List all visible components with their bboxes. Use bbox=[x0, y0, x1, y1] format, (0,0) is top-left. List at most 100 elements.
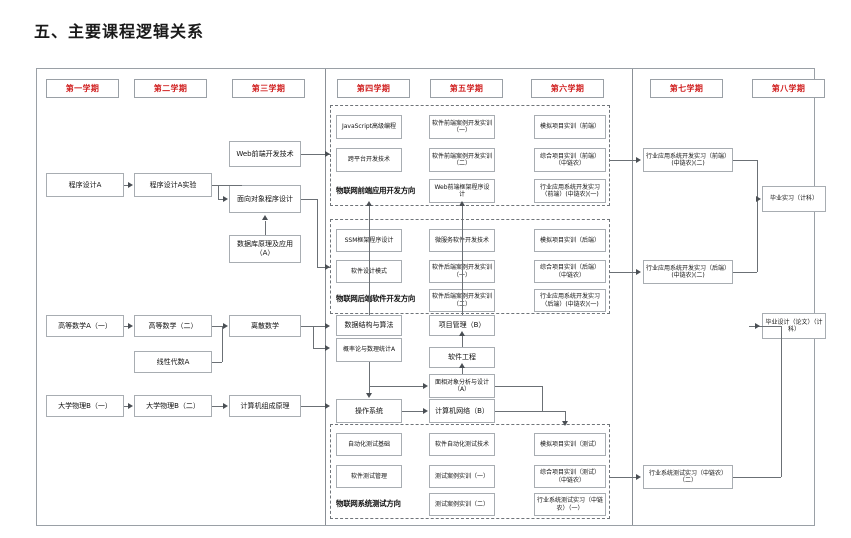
course-node-automation-testing-basics[interactable]: 自动化测试基础 bbox=[336, 433, 402, 456]
course-node-physics-2[interactable]: 大学物理B（二） bbox=[134, 395, 212, 417]
connector-line bbox=[317, 199, 318, 267]
connector-arrow bbox=[128, 403, 133, 409]
semester-header-1: 第一学期 bbox=[46, 79, 119, 98]
semester-label: 第二学期 bbox=[153, 84, 188, 93]
curriculum-diagram-canvas: 第一学期 第二学期 第三学期 第四学期 第五学期 第六学期 第七学期 第八学期 … bbox=[36, 68, 826, 526]
semester-header-8: 第八学期 bbox=[752, 79, 825, 98]
connector-arrow bbox=[459, 201, 465, 206]
course-node-data-structures[interactable]: 数据结构与算法 bbox=[336, 315, 402, 336]
course-node-comprehensive-testing[interactable]: 综合项目实训（测试）（中链农） bbox=[534, 465, 606, 488]
course-node-comprehensive-backend[interactable]: 综合项目实训（后端）（中链农） bbox=[534, 260, 606, 283]
course-node-javascript-advanced[interactable]: JavaScript高级编程 bbox=[336, 115, 402, 139]
course-node-graduation-thesis[interactable]: 毕业设计（论文）（计科） bbox=[762, 313, 826, 339]
course-node-cross-platform[interactable]: 跨平台开发技术 bbox=[336, 148, 402, 172]
connector-arrow bbox=[325, 323, 330, 329]
connector-line bbox=[495, 411, 565, 412]
semester-header-2: 第二学期 bbox=[134, 79, 207, 98]
course-node-discrete-math[interactable]: 离散数学 bbox=[229, 315, 301, 337]
group-divider-left bbox=[325, 69, 326, 525]
course-node-industry-dev-frontend-1[interactable]: 行业应用系统开发实习（前端）(中链农)(一) bbox=[534, 179, 606, 203]
course-node-linear-algebra[interactable]: 线性代数A bbox=[134, 351, 212, 373]
course-node-graduation-internship[interactable]: 毕业实习（计科） bbox=[762, 186, 826, 212]
course-node-chengxushejiA[interactable]: 程序设计A bbox=[46, 173, 124, 197]
course-node-industry-dev-backend-1[interactable]: 行业应用系统开发实习（后端）(中链农)(一) bbox=[534, 289, 606, 312]
course-node-sim-project-backend[interactable]: 模拟项目实训（后端） bbox=[534, 229, 606, 252]
connector-line bbox=[462, 336, 463, 347]
connector-line bbox=[369, 206, 370, 315]
connector-arrow bbox=[459, 363, 465, 368]
semester-label: 第八学期 bbox=[771, 84, 806, 93]
direction-label-frontend: 物联网前端应用开发方向 bbox=[336, 186, 416, 195]
course-node-physics-1[interactable]: 大学物理B（一） bbox=[46, 395, 124, 417]
connector-line bbox=[317, 267, 330, 268]
direction-box-frontend bbox=[330, 105, 610, 206]
course-node-advanced-math-1[interactable]: 高等数学A（一） bbox=[46, 315, 124, 337]
direction-box-backend bbox=[330, 219, 610, 314]
connector-line bbox=[218, 185, 219, 199]
page-title: 五、主要课程逻辑关系 bbox=[34, 22, 205, 41]
semester-label: 第六学期 bbox=[550, 84, 585, 93]
course-node-operating-system[interactable]: 操作系统 bbox=[336, 399, 402, 423]
course-node-advanced-math-2[interactable]: 高等数学（二） bbox=[134, 315, 212, 337]
course-node-industry-test-2[interactable]: 行业系统测试实习（中链农）（二） bbox=[643, 465, 733, 489]
connector-arrow bbox=[755, 323, 760, 329]
semester-header-6: 第六学期 bbox=[531, 79, 604, 98]
course-node-chengxushejiA-shiyan[interactable]: 程序设计A实验 bbox=[134, 173, 212, 197]
connector-line bbox=[757, 160, 758, 199]
course-node-test-case-1[interactable]: 测试案例实训（一） bbox=[429, 465, 495, 488]
connector-line bbox=[369, 386, 423, 387]
course-node-probability[interactable]: 概率论与数理统计A bbox=[336, 338, 402, 362]
connector-line bbox=[610, 477, 636, 478]
connector-arrow bbox=[366, 201, 372, 206]
course-node-industry-dev-frontend-2[interactable]: 行业应用系统开发实习（前端）(中链农)(二) bbox=[643, 148, 733, 172]
connector-line bbox=[462, 206, 463, 315]
connector-line bbox=[733, 160, 757, 161]
connector-line bbox=[542, 386, 543, 411]
connector-arrow bbox=[562, 421, 568, 426]
semester-header-3: 第三学期 bbox=[232, 79, 305, 98]
connector-line bbox=[462, 368, 463, 374]
connector-line bbox=[749, 326, 781, 327]
course-node-test-management[interactable]: 软件测试管理 bbox=[336, 465, 402, 488]
connector-arrow bbox=[223, 196, 228, 202]
course-node-automation-testing-tech[interactable]: 软件自动化测试技术 bbox=[429, 433, 495, 456]
course-node-computer-network[interactable]: 计算机网络（B） bbox=[429, 399, 495, 423]
group-divider-right bbox=[632, 69, 633, 525]
course-node-comprehensive-frontend[interactable]: 综合项目实训（前端）（中链农） bbox=[534, 148, 606, 172]
connector-arrow bbox=[325, 403, 330, 409]
semester-label: 第三学期 bbox=[251, 84, 286, 93]
semester-label: 第一学期 bbox=[65, 84, 100, 93]
connector-line bbox=[757, 199, 758, 272]
course-node-web-framework[interactable]: Web前端框架程序设计 bbox=[429, 179, 495, 203]
course-node-database[interactable]: 数据库原理及应用（A） bbox=[229, 235, 301, 263]
connector-line bbox=[610, 160, 636, 161]
connector-line bbox=[301, 199, 317, 200]
course-node-oop[interactable]: 面向对象程序设计 bbox=[229, 185, 301, 213]
connector-line bbox=[402, 411, 423, 412]
connector-line bbox=[222, 326, 223, 362]
course-node-sim-project-frontend[interactable]: 模拟项目实训（前端） bbox=[534, 115, 606, 139]
course-node-industry-test-1[interactable]: 行业系统测试实习（中链农）（一） bbox=[534, 493, 606, 516]
connector-arrow bbox=[459, 331, 465, 336]
course-node-sim-project-testing[interactable]: 模拟项目实训（测试） bbox=[534, 433, 606, 456]
connector-line bbox=[265, 221, 266, 235]
semester-header-5: 第五学期 bbox=[430, 79, 503, 98]
connector-arrow bbox=[423, 383, 428, 389]
course-node-computer-organization[interactable]: 计算机组成原理 bbox=[229, 395, 301, 417]
course-node-test-case-2[interactable]: 测试案例实训（二） bbox=[429, 493, 495, 516]
connector-arrow bbox=[325, 151, 330, 157]
course-node-frontend-case-2[interactable]: 软件前端案例开发实训（二） bbox=[429, 148, 495, 172]
course-node-frontend-case-1[interactable]: 软件前端案例开发实训（一） bbox=[429, 115, 495, 139]
course-node-industry-dev-backend-2[interactable]: 行业应用系统开发实习（后端）(中链农)(二) bbox=[643, 260, 733, 284]
connector-line bbox=[212, 406, 223, 407]
connector-line bbox=[212, 362, 222, 363]
course-node-web-frontend-tech[interactable]: Web前端开发技术 bbox=[229, 141, 301, 167]
connector-line bbox=[301, 406, 326, 407]
course-node-ooad[interactable]: 面相对象分析与设计（A） bbox=[429, 374, 495, 398]
connector-arrow bbox=[366, 393, 372, 398]
connector-line bbox=[565, 411, 566, 423]
connector-arrow bbox=[128, 323, 133, 329]
connector-arrow bbox=[262, 215, 268, 220]
direction-box-testing bbox=[330, 424, 610, 519]
